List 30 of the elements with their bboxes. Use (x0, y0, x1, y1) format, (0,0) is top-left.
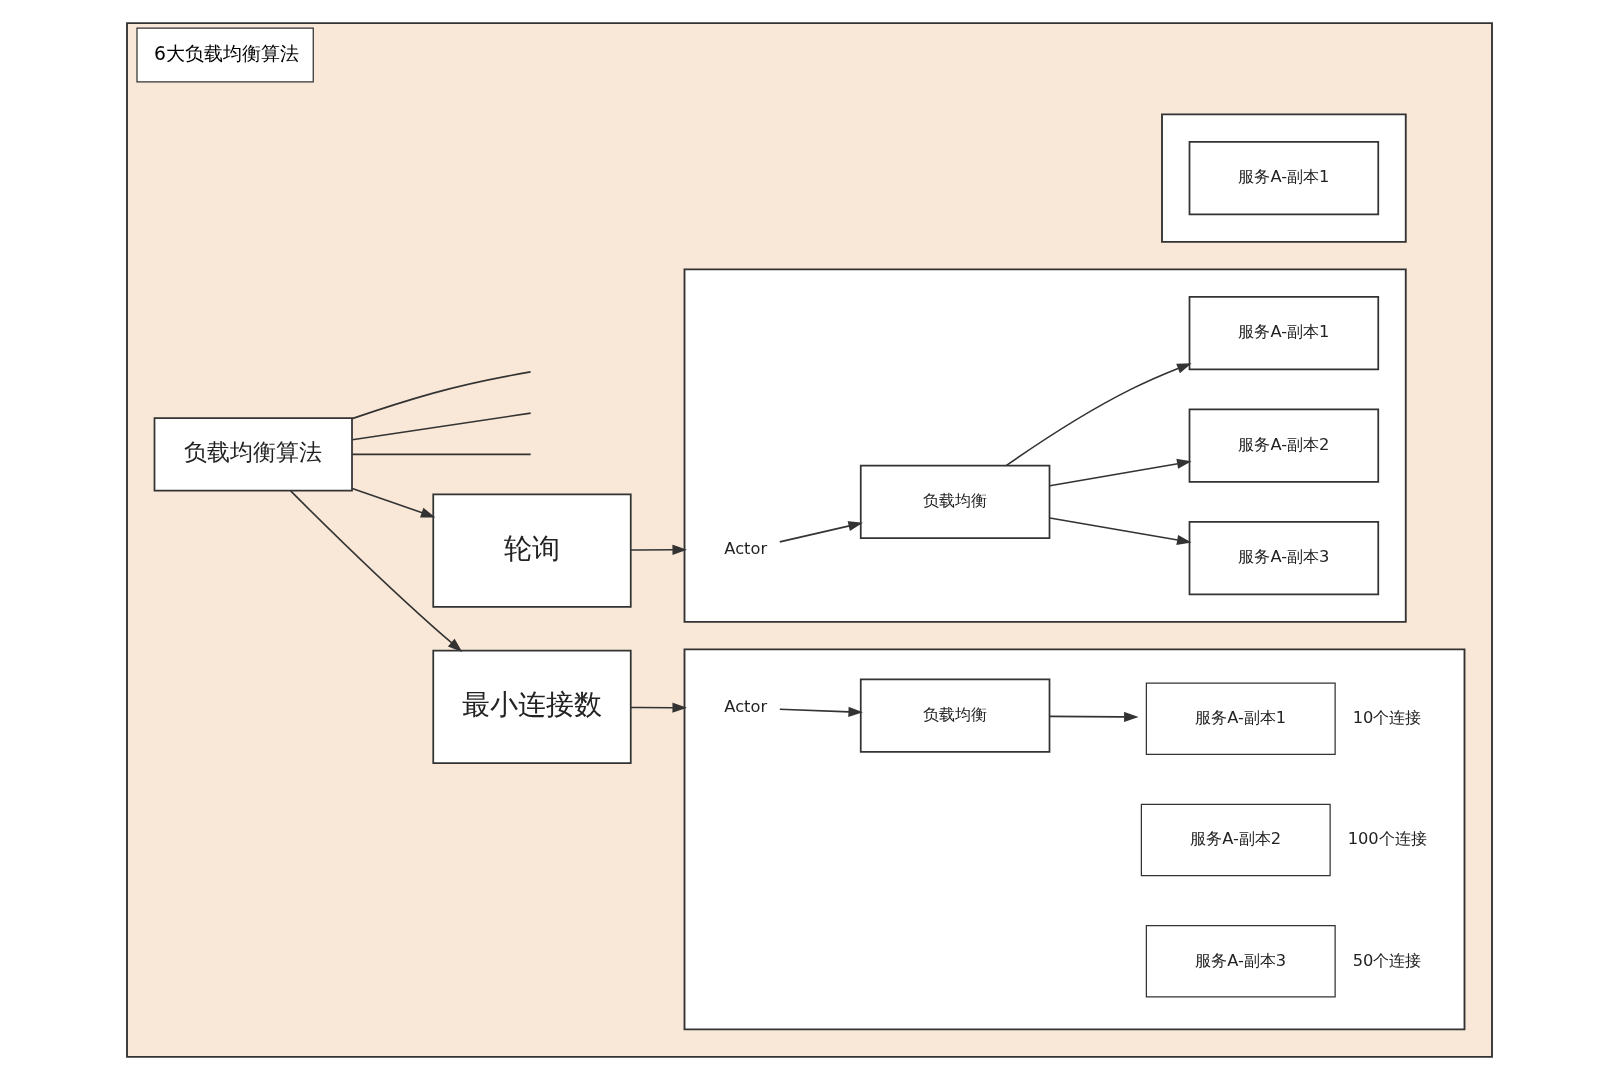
node-box: 服务A-副本2 (1188, 408, 1379, 483)
node-box: 服务A-副本1 (1188, 296, 1379, 371)
node-text: Actor (723, 538, 767, 558)
arrow (778, 706, 863, 717)
arrow (289, 490, 462, 652)
connector (350, 371, 531, 420)
arrow (1004, 363, 1192, 467)
arrow (629, 544, 687, 555)
arrow (350, 487, 435, 518)
node-label: 50个连接 (1352, 950, 1421, 970)
node-box: 最小连接数 (431, 649, 632, 764)
node-box: 服务A-副本1 (1188, 141, 1379, 216)
node-box: 负载均衡 (859, 678, 1050, 753)
node-box: 负载均衡 (859, 464, 1050, 539)
arrow (1048, 711, 1139, 722)
node-box: 轮询 (431, 493, 632, 608)
node-label: 100个连接 (1347, 829, 1427, 849)
node-text: Actor (723, 697, 767, 717)
node-label: 10个连接 (1352, 708, 1421, 727)
node-box: 服务A-副本3 (1188, 521, 1379, 596)
cluster (683, 268, 1407, 623)
node-box: 负载均衡算法 (153, 417, 353, 492)
arrow (778, 521, 863, 543)
cluster (1160, 113, 1407, 243)
arrow (1048, 517, 1192, 545)
cluster (683, 648, 1465, 1031)
arrow (1048, 458, 1192, 487)
arrow (629, 702, 687, 713)
connector (350, 412, 531, 441)
connector (350, 453, 531, 456)
